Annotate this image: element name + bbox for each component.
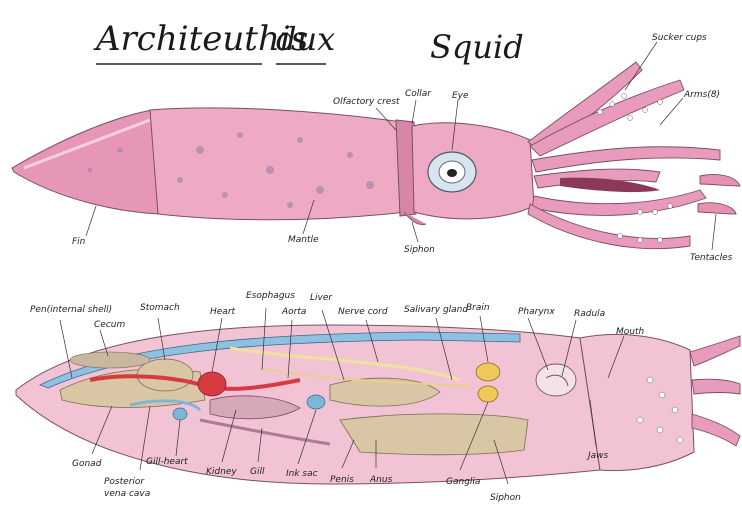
heart-shape (198, 372, 226, 396)
label-sucker-cups: Sucker cups (652, 33, 707, 43)
tentacle-club-1 (700, 174, 740, 186)
arm-5 (532, 190, 706, 215)
label-posterior: Posterior (104, 477, 145, 487)
label-gill: Gill (250, 467, 265, 477)
label-eye: Eye (452, 91, 469, 101)
label-olfactory-crest: Olfactory crest (333, 97, 400, 107)
label-tentacles: Tentacles (690, 253, 733, 263)
gill-heart-shape (173, 408, 187, 420)
cecum-shape (70, 352, 150, 368)
external-tentacles (698, 174, 740, 214)
label-siphon-internal: Siphon (490, 493, 521, 503)
title-species: dux (276, 20, 335, 58)
siphon-internal-shape (340, 414, 528, 455)
label-penis: Penis (330, 475, 354, 485)
arm-3 (532, 147, 720, 172)
label-arms: Arms(8) (683, 90, 720, 100)
label-fin: Fin (72, 237, 86, 247)
ganglia-shape (478, 386, 498, 402)
brain-shape (476, 363, 500, 381)
label-heart: Heart (210, 307, 236, 317)
label-mantle: Mantle (288, 235, 319, 245)
label-aorta: Aorta (281, 307, 306, 317)
label-nerve-cord: Nerve cord (338, 307, 388, 317)
title-block: Architeuthis dux Squid (93, 19, 524, 66)
external-squid (12, 62, 740, 249)
ink-sac-shape (307, 395, 325, 409)
tentacle-club-2 (698, 203, 736, 214)
label-vena-cava: vena cava (104, 489, 150, 499)
internal-squid (16, 325, 740, 484)
label-ganglia: Ganglia (446, 477, 480, 487)
label-salivary-gland: Salivary gland (404, 305, 468, 315)
pharynx-shape (536, 364, 576, 396)
internal-arms (690, 336, 740, 446)
label-jaws: Jaws (586, 451, 609, 461)
label-brain: Brain (466, 303, 490, 313)
label-collar: Collar (405, 89, 432, 99)
label-gill-heart: Gill-heart (146, 457, 188, 467)
label-radula: Radula (574, 309, 605, 319)
label-gonad: Gonad (72, 459, 102, 469)
label-siphon-external: Siphon (404, 245, 435, 255)
label-pharynx: Pharynx (518, 307, 555, 317)
mantle-shape (150, 108, 406, 220)
label-anus: Anus (369, 475, 393, 485)
label-ink-sac: Ink sac (286, 469, 318, 479)
label-cecum: Cecum (94, 320, 125, 330)
label-esophagus: Esophagus (246, 291, 295, 301)
label-stomach: Stomach (140, 303, 180, 313)
label-liver: Liver (310, 293, 333, 303)
label-kidney: Kidney (206, 467, 237, 477)
eye-pupil (447, 169, 457, 177)
title-common: Squid (430, 28, 524, 66)
label-pen: Pen(internal shell) (30, 305, 112, 315)
label-mouth: Mouth (616, 327, 645, 337)
